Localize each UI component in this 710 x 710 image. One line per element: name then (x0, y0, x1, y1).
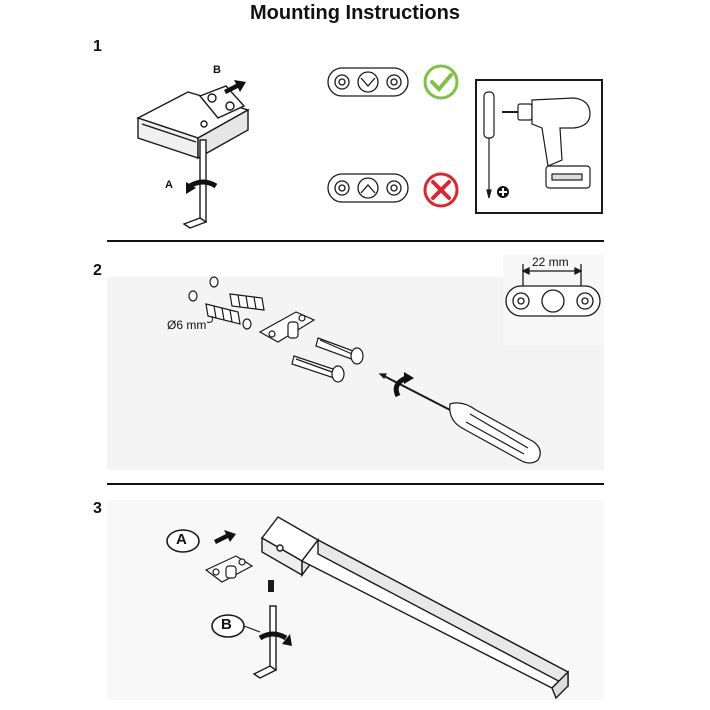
screws (291, 337, 364, 383)
plus-icon (497, 186, 509, 198)
set-screw (268, 580, 274, 592)
screwdriver-icon (483, 91, 495, 199)
rotate-arrow-icon (258, 631, 292, 646)
page-title: Mounting Instructions (250, 2, 460, 24)
wall-plugs (205, 293, 265, 325)
washers (188, 276, 252, 330)
screwdriver-icon (378, 373, 541, 464)
dowel-diameter-label: Ø6 mm (167, 318, 207, 332)
cross-icon (423, 172, 459, 208)
step-1-number: 1 (93, 38, 102, 55)
arrow-b (224, 80, 246, 94)
arrow-a (214, 530, 236, 544)
plate-correct (327, 67, 409, 97)
rotate-arrow-icon (186, 179, 218, 194)
step-2-number: 2 (93, 262, 102, 279)
step-3-label-a: A (176, 531, 187, 548)
plate-wrong (327, 173, 409, 203)
drill-icon (502, 97, 591, 189)
rotate-arrow-icon (393, 372, 414, 398)
step-3-label-b: B (221, 616, 232, 633)
step-3-number: 3 (93, 500, 102, 517)
check-icon (423, 64, 459, 100)
divider-1 (107, 240, 604, 242)
step-1-label-a: A (165, 179, 173, 191)
spacing-label: 22 mm (532, 255, 569, 269)
divider-2 (107, 483, 604, 485)
mounting-plate (204, 555, 254, 583)
towel-bar (260, 516, 570, 700)
label-b-leader (243, 625, 261, 633)
label-a-badge (166, 529, 200, 553)
allen-key-icon (252, 605, 278, 679)
tool-box (475, 79, 603, 214)
step-1-label-b: B (213, 64, 221, 76)
bracket-box (136, 85, 250, 160)
spacing-plate (505, 264, 601, 317)
mounting-plate (258, 311, 316, 343)
